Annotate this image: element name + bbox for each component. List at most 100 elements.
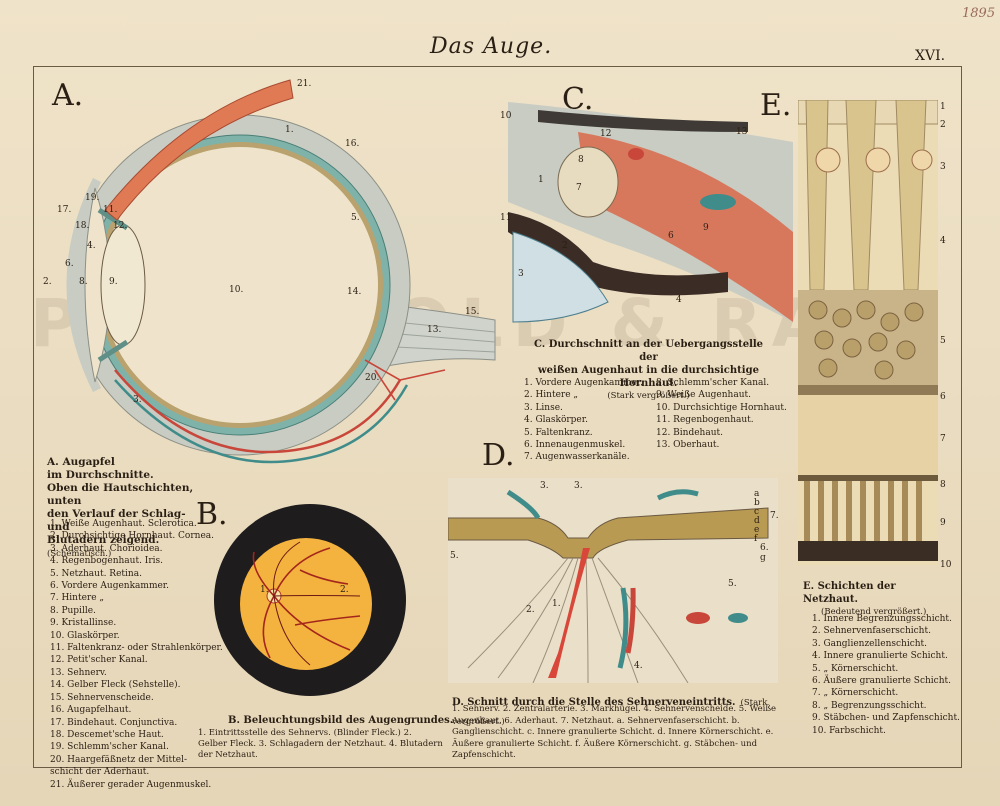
caption-line: E. Schichten der Netzhaut. — [803, 581, 896, 605]
caption-line: Blutadern zeigend. (Schematisch.) — [47, 534, 207, 561]
caption-text: D. Schnitt durch die Stelle des Sehnerve… — [452, 697, 736, 708]
vessel-branches — [364, 359, 446, 401]
label-4: 4. — [87, 241, 96, 251]
central-artery — [548, 548, 590, 678]
legend-item: 4. Innere granulierte Schicht. — [812, 651, 948, 662]
lens — [100, 224, 146, 346]
legend-item: 5. Faltenkranz. — [524, 427, 593, 438]
outer-limiting-layer — [798, 475, 938, 481]
layer-number: 1 — [940, 102, 946, 112]
label-d2: 2. — [526, 605, 535, 615]
ganglion-cells — [815, 147, 933, 173]
legend-item: 13. Oberhaut. — [656, 440, 720, 451]
caption-line: den Verlauf der Schlag- und — [47, 508, 186, 533]
legend-item: 6. Äußere granulierte Schicht. — [812, 676, 951, 687]
label-17: 17. — [57, 205, 71, 215]
legend-item: 12. Petit'scher Kanal. — [50, 655, 148, 666]
legend-item: 7. „ Körnerschicht. — [812, 688, 899, 699]
caption-line: Oben die Hautschichten, unten — [47, 482, 194, 507]
retina-layers-column — [798, 100, 938, 565]
plate-title: Das Auge. — [430, 34, 553, 59]
legend-item: 13. Sehnerv. — [50, 667, 107, 678]
legend-item: 15. Sehnervenscheide. — [50, 692, 154, 703]
legend-item: 9. Kristallinse. — [50, 618, 117, 629]
label-d3b: 3. — [574, 481, 583, 491]
caption-note: (Schematisch.) — [47, 549, 112, 559]
legend-item: 16. Augapfelhaut. — [50, 705, 132, 716]
caption-note: (Stark vergrößert.) — [607, 391, 690, 401]
panel-a-caption: A. Augapfel im Durchschnitte. Oben die H… — [47, 456, 207, 561]
legend-item: 9. Weiße Augenhaut. — [656, 390, 751, 401]
legend-item: 2. Sehnervenfaserschicht. — [812, 626, 931, 637]
caption-line: A. Augapfel — [47, 456, 115, 468]
layer-number: 6 — [940, 392, 946, 402]
surface-vessels — [506, 489, 699, 520]
label-c2: 2 — [562, 241, 568, 251]
layer-number: 4 — [940, 236, 946, 246]
panel-a-letter: A. — [52, 78, 84, 113]
nerve-fibres-d — [467, 557, 689, 683]
outer-plexiform-layer — [798, 385, 938, 395]
fundus-disc — [240, 538, 372, 670]
legend-item: 17. Bindehaut. Conjunctiva. — [50, 717, 178, 728]
panel-d-legend: 1. Sehnerv. 2. Zentralarterie. 3. Markhü… — [452, 704, 777, 760]
label-9: 9. — [109, 277, 118, 287]
panel-d-caption: D. Schnitt durch die Stelle des Sehnerve… — [452, 690, 782, 729]
panel-b-caption: B. Beleuchtungsbild des Augengrundes. — [228, 715, 454, 726]
label-3: 3. — [133, 395, 142, 405]
panel-b-letter: B. — [196, 497, 228, 532]
eyeball-cross-section: 1. 2. 3. 4. 5. 6. 8. 9. 10. 11. 12. 13. … — [43, 79, 496, 464]
label-c6: 6 — [668, 231, 674, 241]
layer-number: 3 — [940, 162, 946, 172]
label-dd: d — [754, 516, 760, 526]
caption-line: C. Durchschnitt an der Uebergangsstelle … — [533, 339, 764, 363]
legend-item: schicht der Aderhaut. — [50, 767, 150, 778]
vessel-d1 — [686, 612, 710, 624]
label-c13: 13 — [736, 127, 748, 137]
label-b2: 2. — [340, 585, 349, 595]
caption-note: (Bedeutend vergrößert.) — [821, 607, 927, 617]
rectus-muscle — [104, 79, 294, 221]
label-c7: 7 — [576, 183, 582, 193]
legend-item: 8. Pupille. — [50, 605, 96, 616]
legend-item: 8. Schlemm'scher Kanal. — [656, 378, 770, 388]
veins — [114, 379, 409, 464]
panel-c-legend-right: 8. Schlemm'scher Kanal. 9. Weiße Augenhau… — [656, 377, 787, 451]
plate-number: XVI. — [915, 48, 946, 64]
optic-nerve-entry-section: 1. 2. 3. 3. 4. 5. 5. 6. 7. a b c d e f g — [448, 478, 778, 683]
legend-item: 14. Gelber Fleck (Sehstelle). — [50, 680, 181, 691]
label-c12: 12 — [600, 129, 611, 139]
label-d7: 7. — [770, 511, 778, 521]
label-d3: 3. — [540, 481, 549, 491]
label-d6: 6. — [760, 543, 769, 553]
legend-item: 2. Hintere „ — [524, 390, 579, 401]
label-18: 18. — [75, 221, 89, 231]
fundus-image: 1. 2. — [214, 504, 406, 696]
legend-item: 12. Bindehaut. — [656, 427, 723, 438]
branch-artery — [625, 587, 636, 654]
label-1: 1. — [285, 125, 294, 135]
label-c3: 3 — [518, 269, 524, 279]
retinal-layers-d — [448, 507, 769, 559]
label-19: 19. — [85, 193, 99, 203]
caption-line: weißen Augenhaut in die durchsichtige Ho… — [538, 365, 759, 389]
caption-line: im Durchschnitte. — [47, 469, 154, 481]
vessel-c2 — [628, 148, 644, 160]
legend-item: 11. Faltenkranz- oder Strahlenkörper. — [50, 643, 223, 654]
rods-and-cones — [804, 481, 922, 541]
legend-item: 4. Regenbogenhaut. Iris. — [50, 556, 164, 567]
label-21: 21. — [297, 79, 311, 89]
label-2: 2. — [43, 277, 52, 287]
label-12: 12. — [113, 221, 127, 231]
label-dg: g — [760, 553, 766, 563]
vessel-d2 — [728, 613, 748, 623]
panel-a-legend: 1. Weiße Augenhaut. Sclerotica.2. Durchs… — [50, 518, 223, 791]
plate-frame — [33, 66, 962, 768]
label-6: 6. — [65, 259, 74, 269]
legend-item: 6. Innenaugenmuskel. — [524, 440, 626, 451]
corneal-junction-section: 1 2 3 4 6 7 8 9 10 11 12 13 — [500, 102, 793, 323]
layer-number: 7 — [940, 434, 946, 444]
panel-e-caption: E. Schichten der Netzhaut. (Bedeutend ve… — [803, 580, 953, 618]
label-16: 16. — [345, 139, 359, 149]
